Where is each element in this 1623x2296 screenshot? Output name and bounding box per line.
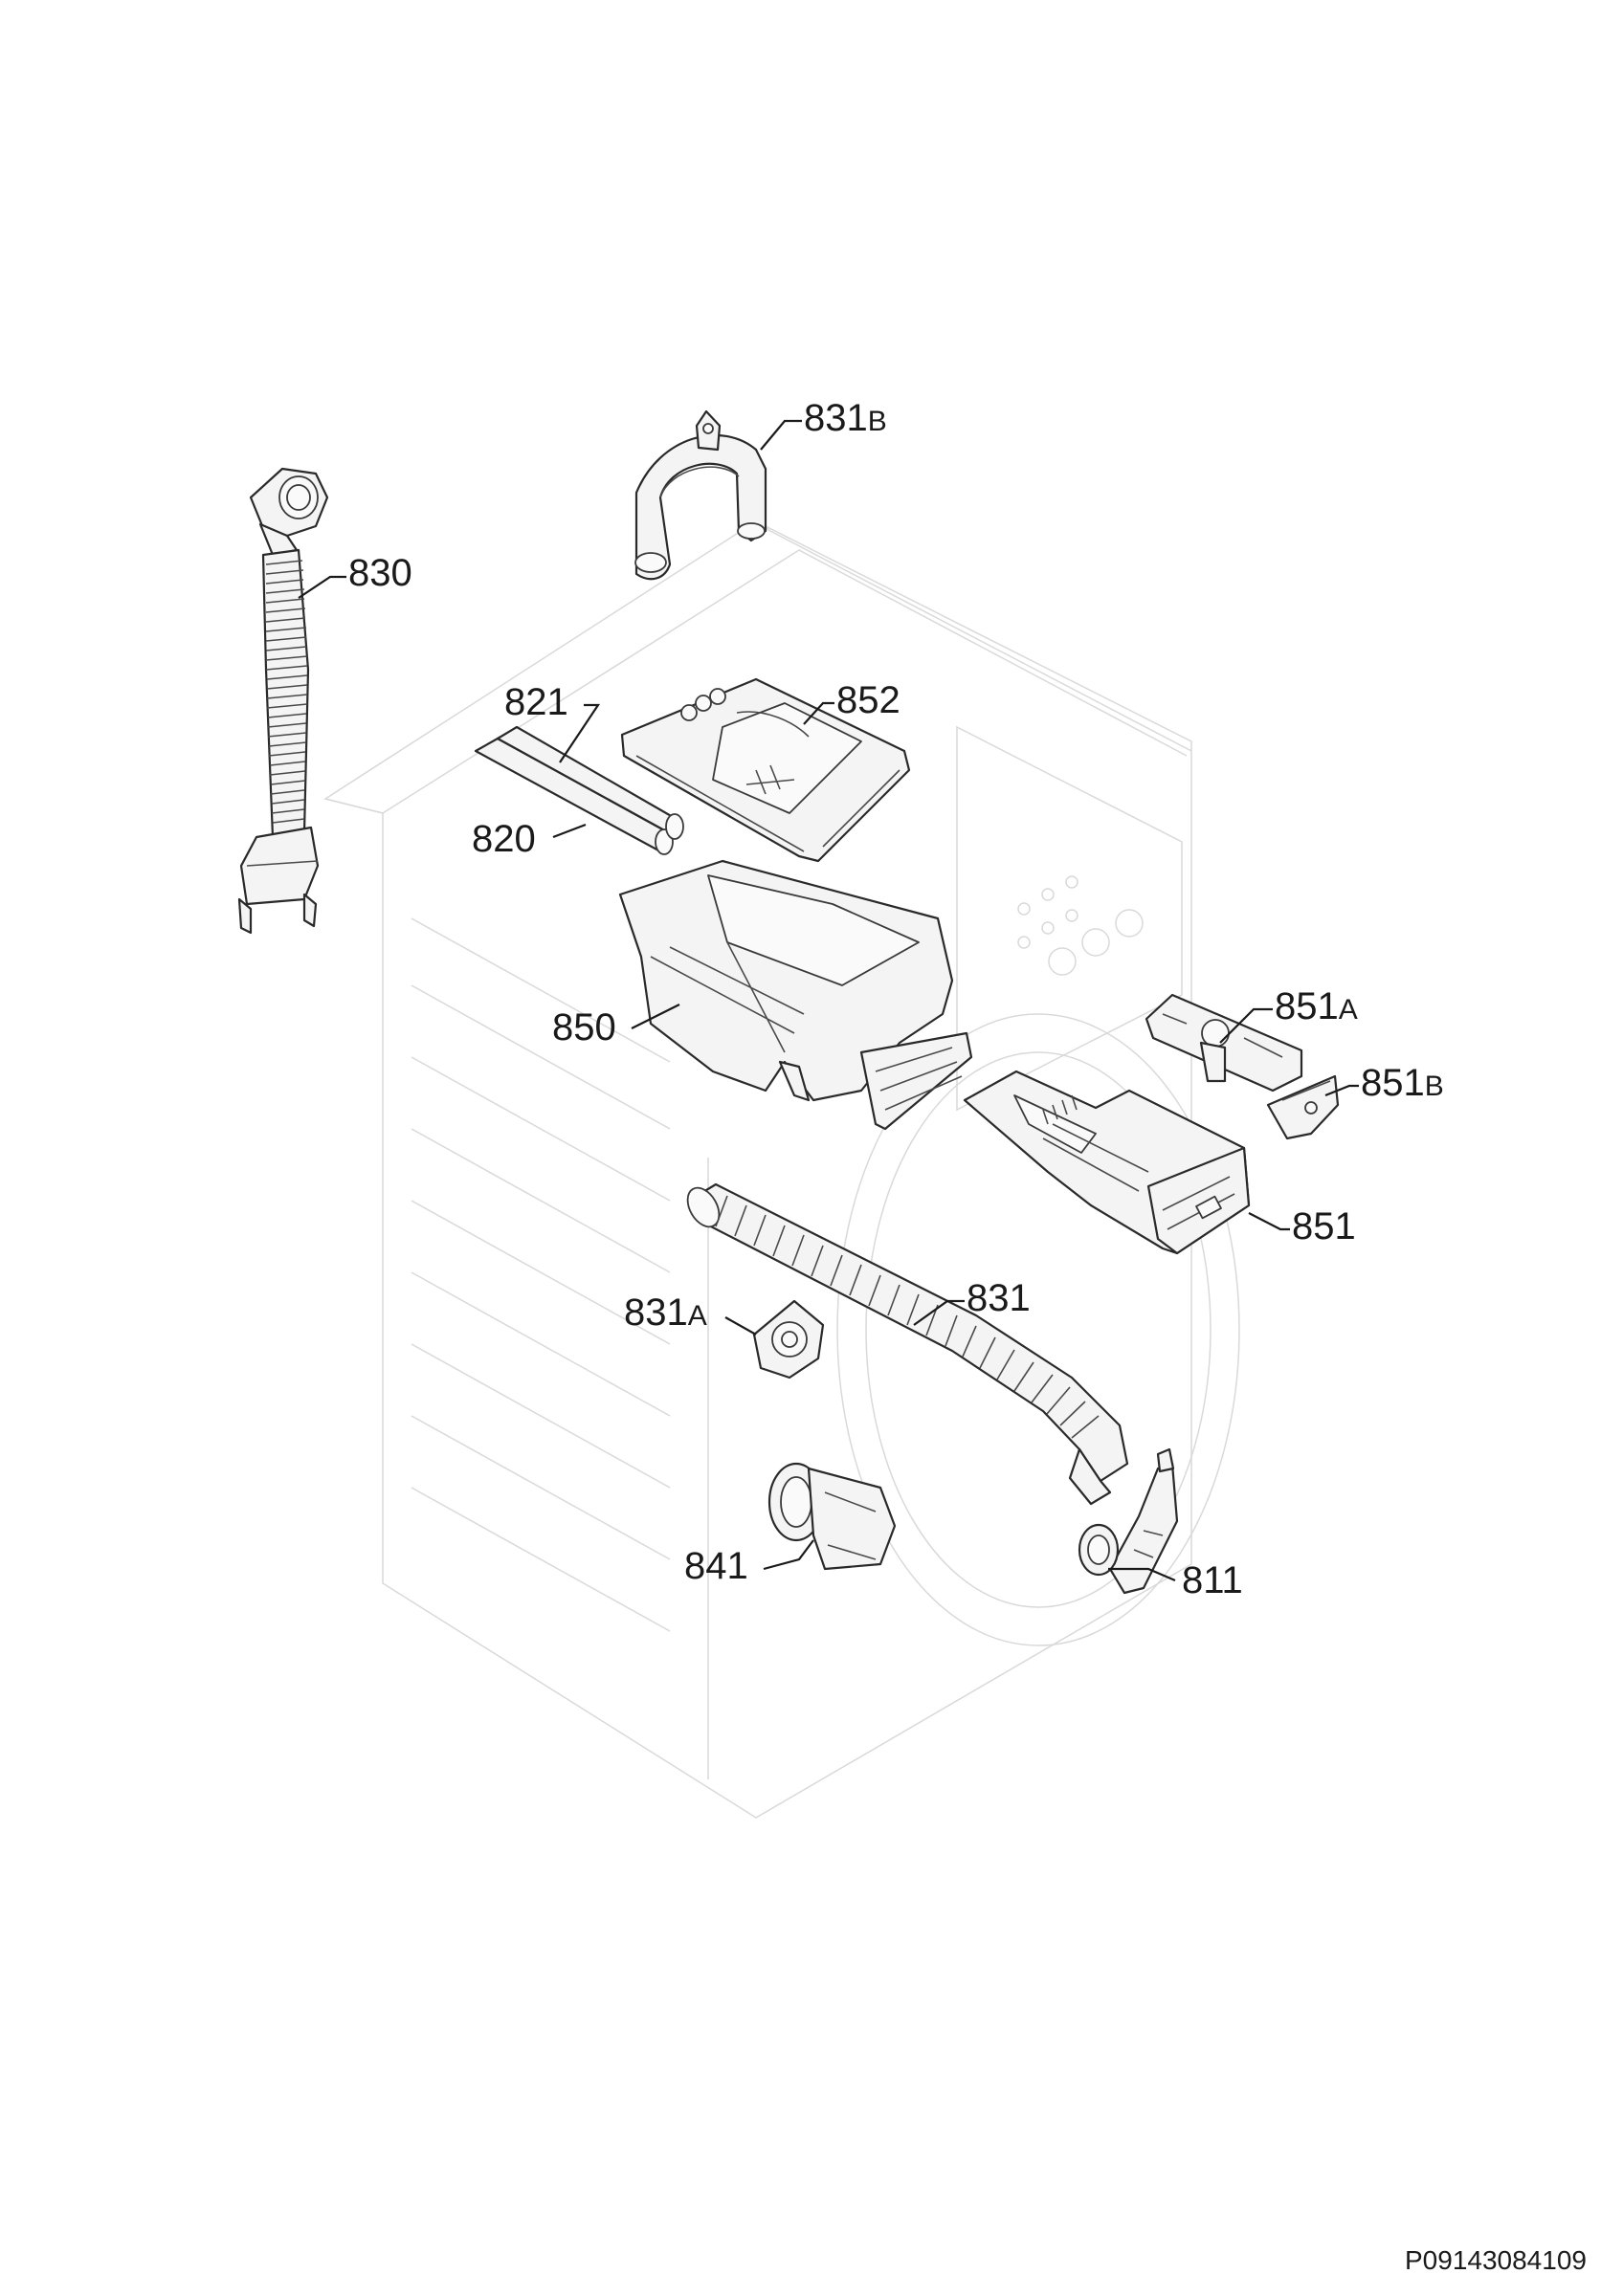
callout-851b: 851B [1361, 1062, 1444, 1104]
callout-820: 820 [472, 818, 536, 860]
callout-811: 811 [1182, 1559, 1243, 1601]
callout-852: 852 [836, 679, 900, 721]
leader-852 [803, 701, 834, 725]
part-841-filter-knob [767, 1462, 897, 1571]
leader-831b [760, 419, 802, 451]
part-851b-plate [1266, 1074, 1340, 1140]
part-831-corrugated-hose [686, 1182, 1129, 1506]
callout-830: 830 [348, 552, 412, 594]
part-851-detergent-drawer [963, 1070, 1251, 1255]
callout-850: 850 [552, 1006, 616, 1049]
leader-851b [1324, 1084, 1359, 1097]
leader-831 [913, 1299, 965, 1326]
callout-851: 851 [1292, 1205, 1356, 1247]
leader-lines [298, 419, 1359, 1582]
machine-ghost-outline [323, 520, 1240, 1819]
leader-851 [1248, 1212, 1290, 1231]
leader-821 [559, 703, 601, 763]
part-820-821-tubes [474, 725, 684, 855]
part-831b-hose-bracket [634, 409, 767, 581]
callout-831: 831 [967, 1277, 1031, 1319]
leader-851a [1219, 1007, 1273, 1044]
callout-831b: 831B [804, 397, 887, 439]
callout-831a: 831A [624, 1292, 707, 1334]
part-850-dispenser-housing [618, 859, 973, 1131]
leader-831a [724, 1316, 757, 1336]
leader-850 [631, 1004, 680, 1029]
callout-841: 841 [684, 1545, 748, 1587]
drawing-code: P09143084109 [1405, 2245, 1587, 2275]
part-831a-hose-holder [752, 1299, 825, 1380]
leader-811 [1108, 1567, 1176, 1582]
part-811-valve-fitting [1078, 1447, 1179, 1595]
leader-841 [763, 1539, 814, 1571]
part-852-dispenser-cover [620, 677, 911, 863]
leader-830 [298, 575, 346, 599]
callout-821: 821 [504, 681, 568, 723]
leader-820 [552, 823, 587, 839]
part-830-drain-hose [237, 467, 329, 935]
callout-851a: 851A [1275, 985, 1358, 1027]
